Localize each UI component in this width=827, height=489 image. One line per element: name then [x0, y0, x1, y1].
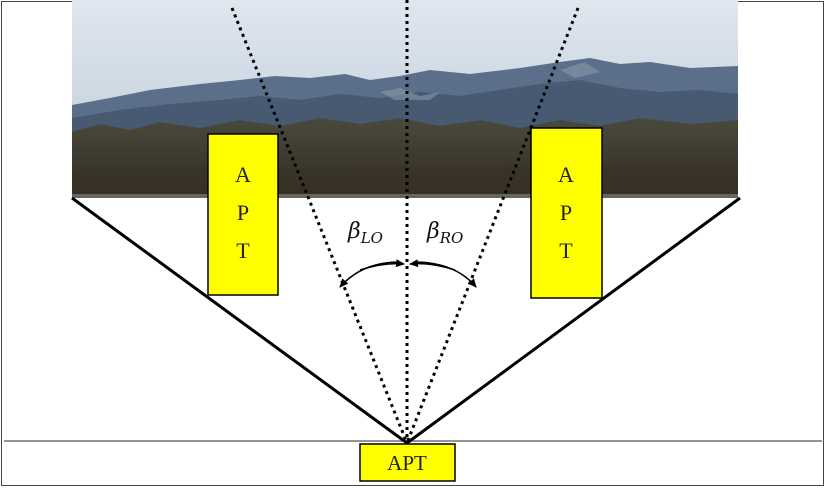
angle-arc-left — [340, 262, 400, 287]
building-left-letter-3: T — [236, 238, 250, 263]
viewpoint-label: APT — [387, 451, 427, 475]
building-right-letter-2: P — [560, 200, 572, 225]
building-right-letter-3: T — [559, 238, 573, 263]
landscape-photo — [72, 0, 738, 198]
angle-left-subscript: LO — [360, 229, 383, 247]
building-left-letter-2: P — [237, 200, 249, 225]
building-viewpoint: APT — [360, 444, 455, 481]
angle-left-symbol: β — [347, 219, 361, 244]
angle-label-right: βRO — [426, 219, 463, 247]
angle-arc-left-start — [360, 264, 404, 270]
angle-arc-right — [414, 262, 476, 287]
building-left-letter-1: A — [235, 162, 251, 187]
building-left: A P T — [208, 134, 278, 295]
building-right: A P T — [531, 128, 602, 298]
angle-right-symbol: β — [426, 219, 440, 244]
angle-label-left: βLO — [347, 219, 383, 247]
angle-right-subscript: RO — [439, 229, 464, 247]
building-right-letter-1: A — [558, 162, 574, 187]
